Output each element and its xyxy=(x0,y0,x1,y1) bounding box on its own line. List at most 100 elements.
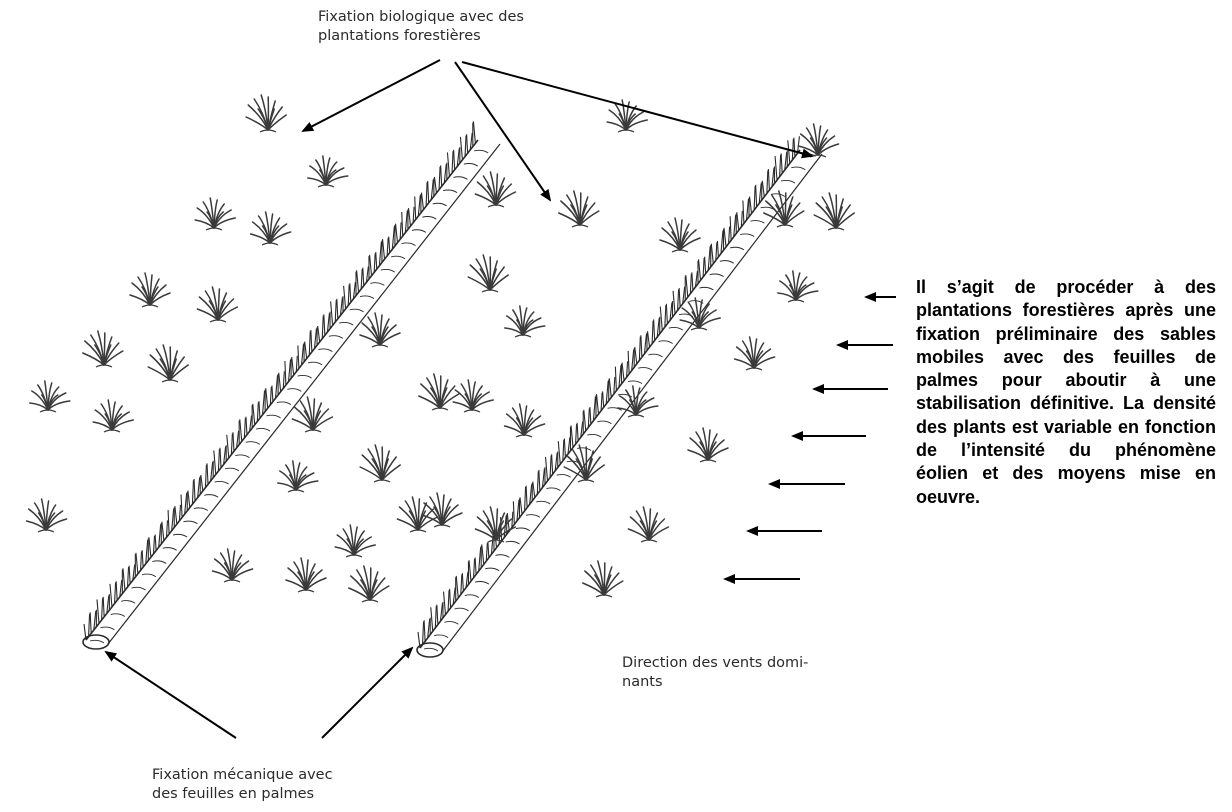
plant xyxy=(148,345,188,382)
fence-hatch xyxy=(648,354,662,357)
fence-stake xyxy=(205,465,206,488)
fence-stake xyxy=(750,197,752,214)
fence-stake xyxy=(577,423,578,441)
fence-stake xyxy=(450,589,451,608)
fence-stake xyxy=(166,520,167,537)
fence-stake xyxy=(563,440,564,461)
fence-stake xyxy=(635,347,637,364)
fence-stake xyxy=(622,363,624,381)
fence-stake xyxy=(379,242,381,266)
fence-stake xyxy=(788,140,790,163)
fence-stake xyxy=(175,506,177,524)
fence-stake xyxy=(97,599,99,623)
fence-stake xyxy=(102,598,103,620)
fence-stake xyxy=(363,268,364,286)
fence-stake xyxy=(609,378,611,397)
fence-stake xyxy=(762,181,764,197)
plant xyxy=(278,461,318,492)
fence-stake xyxy=(259,401,260,418)
fence-stake xyxy=(89,614,90,637)
fence-stake xyxy=(552,454,553,474)
fence-base xyxy=(417,643,443,657)
fence-stake xyxy=(413,207,414,223)
fence-hatch xyxy=(267,415,281,418)
fence-stake xyxy=(447,152,449,176)
fence-hatch xyxy=(246,442,260,445)
arrow-mech-2 xyxy=(322,648,412,738)
fence-stake xyxy=(448,590,449,611)
label-biological-line-2: plantations forestières xyxy=(318,27,524,46)
fence-hatch xyxy=(506,541,520,544)
fence-stake xyxy=(123,568,125,590)
fence-stake xyxy=(614,377,615,394)
fence-hatch xyxy=(111,614,125,617)
fence-hatch xyxy=(791,167,805,170)
fence-stake xyxy=(558,441,560,464)
fence-hatch xyxy=(628,381,642,384)
fence-stake xyxy=(253,404,255,425)
fence-hatch xyxy=(536,501,550,504)
fence-stake xyxy=(526,486,527,508)
fence-stake xyxy=(590,407,591,424)
fence-hatch xyxy=(194,508,208,511)
description-text: Il s’agit de procéder à des plantations … xyxy=(916,276,1216,509)
fence-stake xyxy=(708,246,710,270)
fence-hatch xyxy=(443,190,457,193)
plant xyxy=(505,404,545,437)
fence-stake xyxy=(103,597,104,617)
fence-hatch xyxy=(235,455,249,458)
fence-stake xyxy=(628,351,629,374)
fence-stake xyxy=(194,479,195,501)
fence-stake xyxy=(435,606,436,628)
fence-stake xyxy=(564,438,565,457)
fence-stake xyxy=(550,456,551,478)
fence-stake xyxy=(283,371,284,388)
fence-hatch xyxy=(402,243,416,246)
fence-stake xyxy=(233,432,234,451)
fence-stake xyxy=(257,402,258,421)
fence-stake xyxy=(426,182,427,206)
fence-stake xyxy=(311,330,312,352)
fence-hatch xyxy=(370,283,384,286)
plant xyxy=(397,497,437,532)
plant xyxy=(349,566,389,602)
fence-stake xyxy=(439,167,440,190)
fence-stake xyxy=(754,186,755,210)
label-wind-line-1: Direction des vents domi- xyxy=(622,654,808,673)
fence-stake xyxy=(692,272,693,290)
fence-stake xyxy=(128,567,129,587)
fence-stake xyxy=(263,391,265,415)
fence-stake xyxy=(115,583,116,604)
fence-stake xyxy=(142,550,143,567)
fence-stake xyxy=(482,544,484,564)
plant xyxy=(583,561,623,597)
fence-stake xyxy=(678,289,679,310)
fence-hatch xyxy=(287,389,301,392)
plant xyxy=(360,445,400,482)
fence-stake xyxy=(648,331,650,347)
arrow-bio-1 xyxy=(303,60,440,131)
fence-hatch xyxy=(132,587,146,590)
fence-hatch xyxy=(100,627,114,630)
label-mechanical-fixation: Fixation mécanique avec des feuilles en … xyxy=(152,766,333,804)
fence-hatch xyxy=(277,402,291,405)
plant xyxy=(419,374,459,410)
fence-stake xyxy=(724,228,726,247)
fence-hatch xyxy=(516,528,530,531)
fence-stake xyxy=(318,326,320,342)
fence-base xyxy=(83,635,109,649)
fence-stake xyxy=(654,320,655,341)
fence-stake xyxy=(465,136,466,157)
fence-hatch xyxy=(391,256,405,259)
fence-hatch xyxy=(183,521,197,524)
fence-edge xyxy=(86,140,478,640)
fence-stake xyxy=(729,227,730,244)
fence-hatch xyxy=(740,234,754,237)
fence-stake xyxy=(129,566,130,584)
fence-stake xyxy=(593,397,595,421)
fence-stake xyxy=(513,501,514,524)
fence-stake xyxy=(473,121,475,143)
fence-stake xyxy=(400,222,401,239)
fence-hatch xyxy=(152,561,166,564)
fence-stake xyxy=(673,291,675,314)
